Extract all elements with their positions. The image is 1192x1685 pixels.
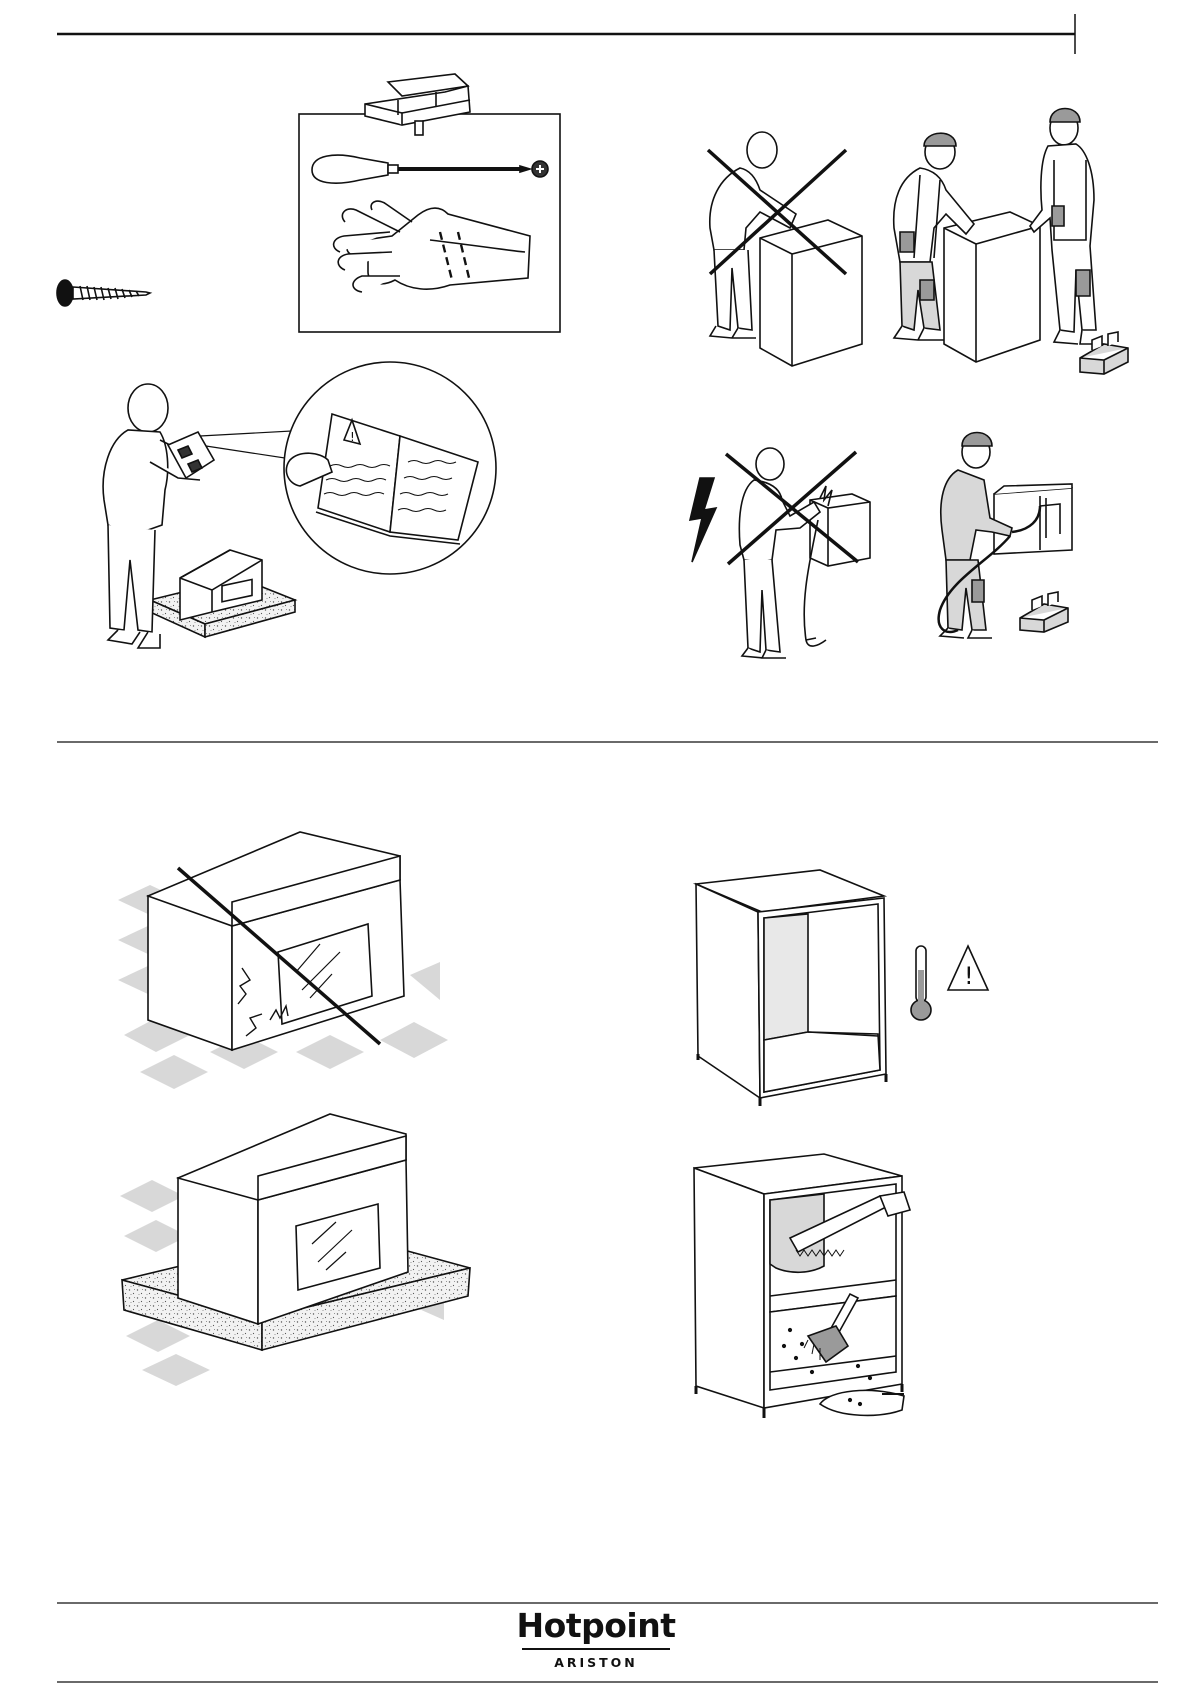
electrical-danger-forbidden bbox=[690, 448, 870, 658]
lightning-icon bbox=[690, 478, 716, 562]
brand-logo: Hotpoint ARISTON bbox=[0, 1608, 1192, 1670]
tools-panel bbox=[299, 74, 560, 332]
qualified-electrician bbox=[939, 433, 1072, 639]
cabinet-heat-resistant: ! bbox=[696, 870, 988, 1106]
lift-alone-forbidden bbox=[708, 132, 862, 366]
read-manual-scene: ! bbox=[103, 362, 496, 648]
svg-text:!: ! bbox=[964, 962, 974, 990]
brand-subtitle: ARISTON bbox=[0, 1655, 1192, 1670]
svg-text:!: ! bbox=[350, 430, 355, 444]
cabinet-cut-and-clean bbox=[694, 1154, 910, 1418]
brand-name: Hotpoint bbox=[0, 1608, 1192, 1644]
lift-two-people bbox=[894, 109, 1128, 375]
brand-divider bbox=[522, 1648, 670, 1650]
thermometer-warning-icon: ! bbox=[911, 946, 988, 1020]
screw-icon bbox=[57, 280, 150, 306]
oven-on-foam-base bbox=[120, 1114, 470, 1386]
oven-on-floor-forbidden bbox=[118, 832, 448, 1089]
